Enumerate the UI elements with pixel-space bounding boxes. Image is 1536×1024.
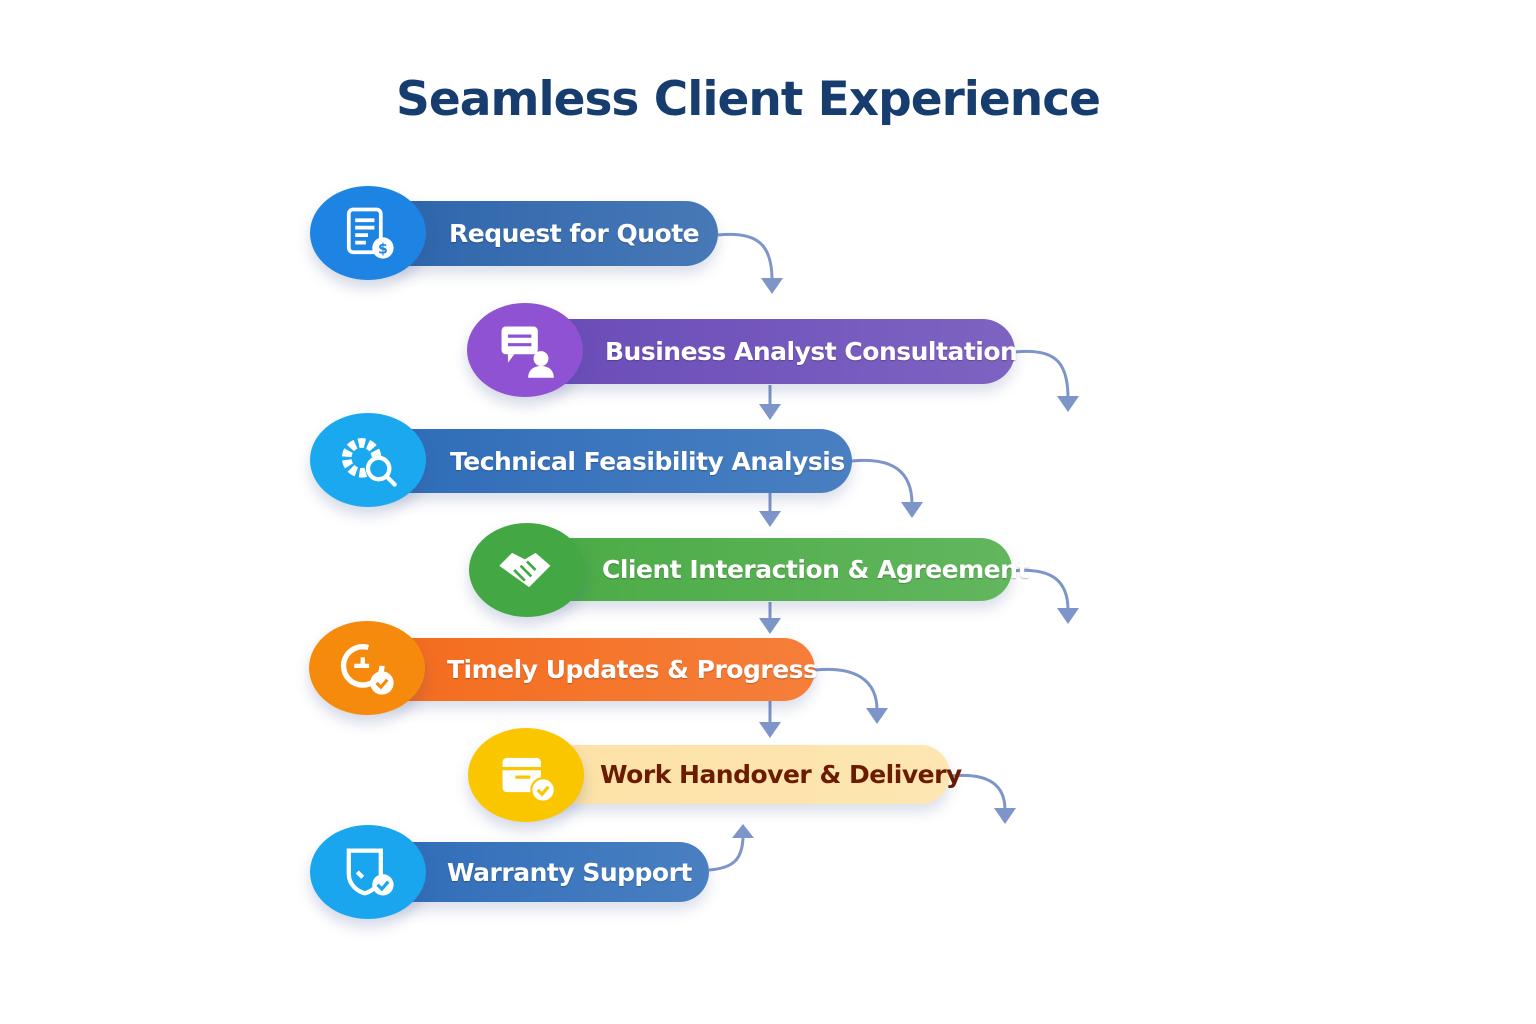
arrowhead [1057,396,1079,412]
arrowhead [994,808,1016,824]
step-label: Request for Quote [449,219,700,248]
return-arrow [708,837,745,872]
curved-arrow [851,458,914,505]
page-title: Seamless Client Experience [396,72,1101,127]
curved-arrow [717,232,774,281]
curved-arrow [1011,568,1070,611]
step-label: Technical Feasibility Analysis [450,446,845,476]
step-label: Business Analyst Consultation [605,337,1018,366]
arrowhead [1057,608,1079,624]
curved-arrow [949,773,1007,811]
step-pill: Technical Feasibility Analysis [368,429,852,493]
arrowhead [866,708,888,724]
quote-document-icon: $ [310,186,426,280]
arrowhead [732,824,754,838]
shield-check-icon [310,825,426,919]
arrowhead [761,278,783,294]
arrowhead [759,511,781,527]
step-label: Client Interaction & Agreement [602,555,1029,584]
step-pill: Timely Updates & Progress [367,638,818,701]
step-pill: Business Analyst Consultation [525,319,1018,384]
step-label: Timely Updates & Progress [447,655,818,684]
svg-text:$: $ [378,241,388,257]
arrowhead [759,722,781,738]
step-pill: Work Handover & Delivery [526,745,962,804]
delivery-box-check-icon [468,728,584,822]
arrowhead [901,502,923,518]
step-pill: Warranty Support [368,842,709,902]
step-pill: Client Interaction & Agreement [527,538,1029,601]
handshake-icon [469,523,585,617]
arrowhead [759,404,781,420]
curved-arrow [814,667,879,711]
gear-magnifier-icon [310,413,426,507]
consultation-chat-person-icon [467,303,583,397]
curved-arrow [1014,349,1070,399]
step-label: Work Handover & Delivery [600,760,962,789]
arrowhead [759,618,781,634]
step-pill: Request for Quote [368,201,718,266]
progress-check-icon [309,621,425,715]
step-label: Warranty Support [447,857,692,887]
